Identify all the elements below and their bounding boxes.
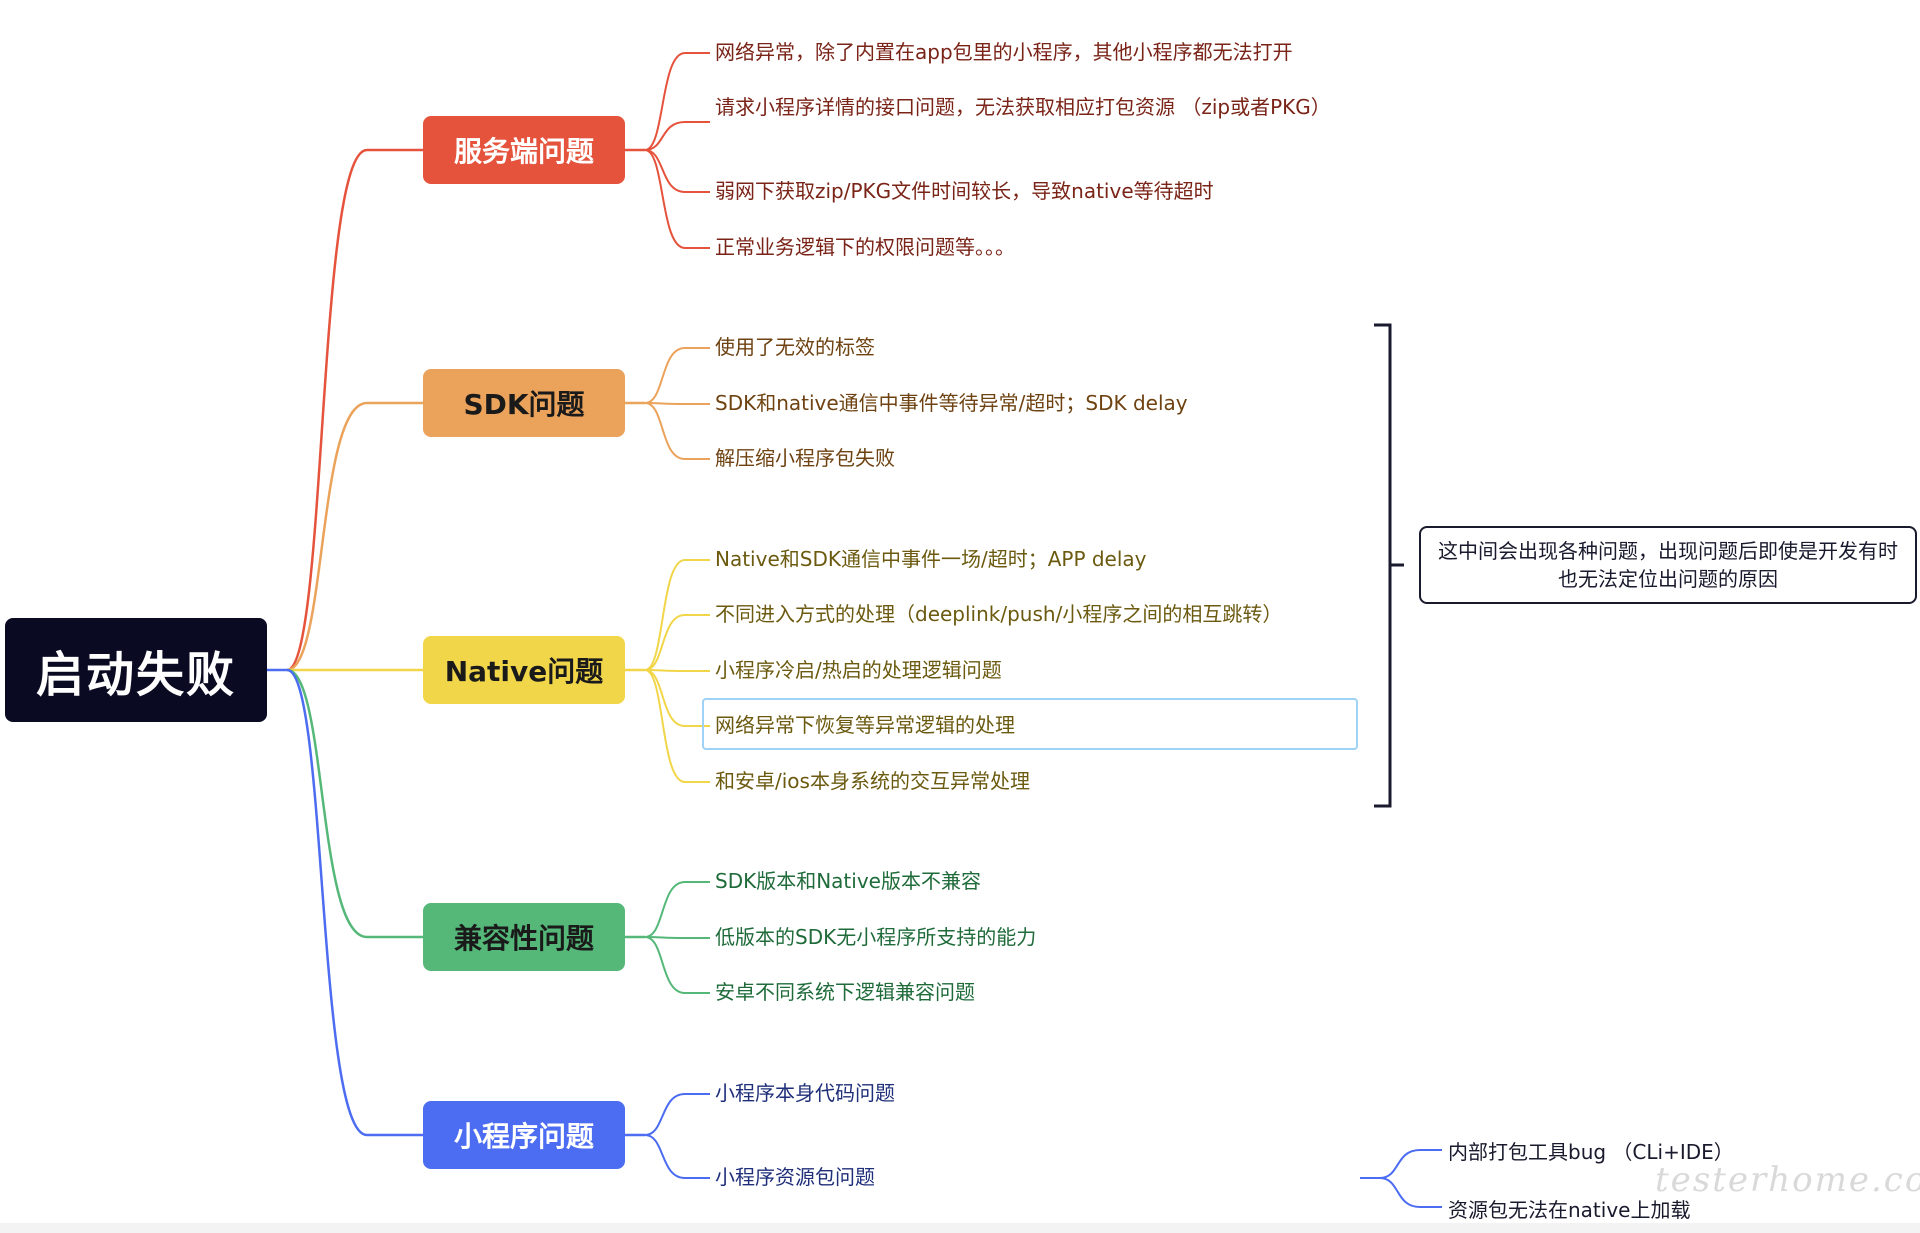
leaf-connector (644, 881, 710, 938)
sub-leaf-item: 资源包无法在native上加载 (1448, 1198, 1691, 1222)
root-branch-connector (286, 148, 423, 672)
leaf-connector (644, 669, 710, 783)
bottom-scroll-edge (0, 1223, 1920, 1233)
sub-leaf-item: 内部打包工具bug （CLi+IDE） (1448, 1140, 1734, 1164)
leaf-connector (644, 614, 710, 671)
leaf-connector (644, 1134, 710, 1179)
leaf-item: 正常业务逻辑下的权限问题等。。。 (715, 235, 1015, 259)
sub-leaf-connector (1379, 1149, 1442, 1179)
branch-label: 服务端问题 (453, 135, 594, 168)
leaf-item: 小程序资源包问题 (715, 1165, 875, 1189)
leaf-item: 和安卓/ios本身系统的交互异常处理 (715, 769, 1030, 793)
leaf-connector (644, 402, 710, 460)
branch-label: Native问题 (444, 655, 604, 688)
watermark: testerhome.com (1655, 1160, 1920, 1200)
root-branch-connector (286, 668, 423, 939)
branch-label: SDK问题 (463, 388, 585, 421)
leaf-connector (644, 52, 710, 151)
root-branch-connector (286, 668, 423, 1137)
note-text: 这中间会出现各种问题，出现问题后即使是开发有时也无法定位出问题的原因 (1438, 539, 1898, 591)
leaf-item: 使用了无效的标签 (715, 335, 875, 359)
leaf-connector (644, 347, 710, 404)
selected-leaf-highlight (702, 698, 1358, 750)
leaf-item-selected[interactable]: 网络异常下恢复等异常逻辑的处理 (715, 713, 1015, 737)
leaf-item: 安卓不同系统下逻辑兼容问题 (715, 980, 975, 1004)
leaf-item: 不同进入方式的处理（deeplink/push/小程序之间的相互跳转） (715, 602, 1283, 626)
leaf-item: 低版本的SDK无小程序所支持的能力 (715, 925, 1037, 949)
leaf-connector (644, 149, 710, 193)
leaf-connector (644, 149, 710, 249)
branch-compatibility-issue: 兼容性问题 (423, 903, 625, 971)
leaf-item: 弱网下获取zip/PKG文件时间较长，导致native等待超时 (715, 179, 1214, 203)
summary-bracket (1374, 323, 1404, 808)
leaf-item: SDK和native通信中事件等待异常/超时；SDK delay (715, 391, 1188, 415)
root-branch-connector (286, 401, 423, 672)
leaf-connector (644, 669, 710, 727)
branch-miniprogram-issue: 小程序问题 (423, 1101, 625, 1169)
leaf-item: 网络异常，除了内置在app包里的小程序，其他小程序都无法打开 (715, 40, 1293, 64)
branch-native-issue: Native问题 (423, 636, 625, 704)
leaf-item: 小程序冷启/热启的处理逻辑问题 (715, 658, 1002, 682)
leaf-item: 解压缩小程序包失败 (715, 446, 895, 470)
leaf-connector (644, 402, 710, 405)
leaf-connector (644, 936, 710, 939)
leaf-connector (644, 1093, 710, 1136)
leaf-item: 小程序本身代码问题 (715, 1081, 895, 1105)
leaf-item: Native和SDK通信中事件一场/超时；APP delay (715, 547, 1147, 571)
leaf-item: SDK版本和Native版本不兼容 (715, 869, 981, 893)
branch-server-issue: 服务端问题 (423, 116, 625, 184)
leaf-connector (644, 669, 710, 672)
root-label: 启动失败 (35, 647, 236, 703)
root-node: 启动失败 (5, 618, 267, 722)
sub-leaf-connector (1379, 1177, 1442, 1208)
note-box: 这中间会出现各种问题，出现问题后即使是开发有时也无法定位出问题的原因 (1419, 526, 1917, 604)
branch-label: 兼容性问题 (453, 922, 594, 955)
leaf-connector (644, 559, 710, 671)
branch-sdk-issue: SDK问题 (423, 369, 625, 437)
leaf-item: 请求小程序详情的接口问题，无法获取相应打包资源 （zip或者PKG） (715, 95, 1331, 119)
leaf-connector (644, 936, 710, 994)
branch-label: 小程序问题 (453, 1120, 594, 1153)
leaf-connector (644, 121, 710, 151)
